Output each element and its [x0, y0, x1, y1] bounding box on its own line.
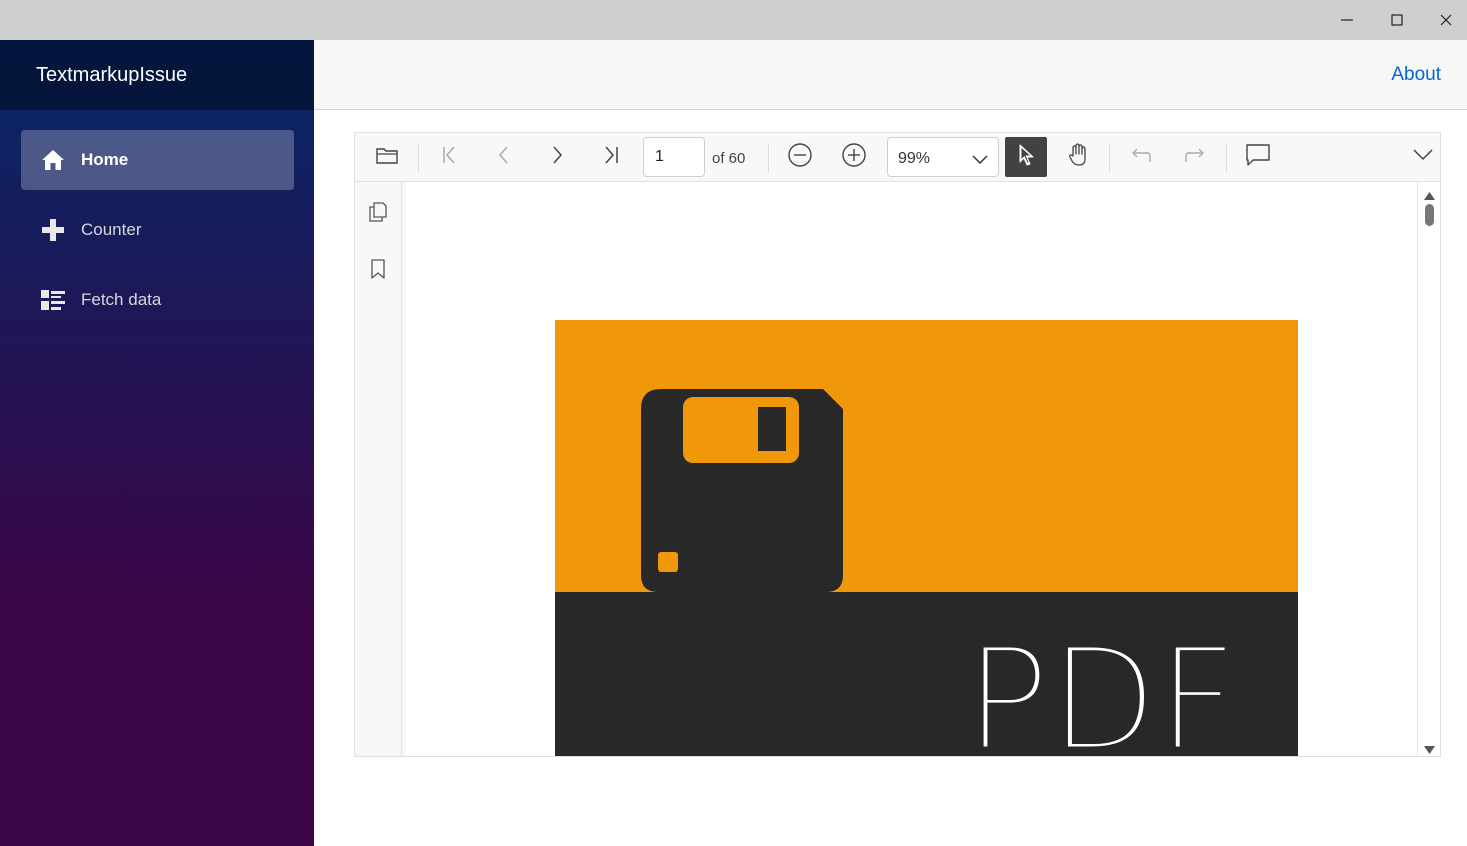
chevron-down-icon	[1413, 148, 1433, 166]
last-page-icon	[602, 146, 620, 169]
folder-icon	[376, 146, 398, 169]
zoom-out-icon	[788, 142, 812, 172]
plus-icon	[41, 219, 65, 241]
more-options-button[interactable]	[1403, 137, 1443, 177]
close-window-button[interactable]	[1431, 6, 1461, 34]
sidebar: TextmarkupIssue Home Counter Fetch data	[0, 40, 314, 846]
previous-page-button[interactable]	[484, 137, 524, 177]
nav-label-home: Home	[81, 150, 129, 169]
window-title-bar	[0, 0, 1467, 40]
navigation-pane	[355, 182, 402, 756]
pdf-page-1: PDF	[555, 320, 1298, 756]
chevron-left-icon	[497, 146, 511, 169]
next-page-button[interactable]	[537, 137, 577, 177]
cursor-icon	[1017, 144, 1035, 171]
page-number-input[interactable]: 1	[643, 137, 705, 177]
hand-icon	[1068, 142, 1090, 172]
redo-button[interactable]	[1175, 137, 1215, 177]
pan-tool-button[interactable]	[1059, 137, 1099, 177]
top-bar: About	[314, 40, 1467, 110]
scroll-down-arrow-icon[interactable]	[1424, 741, 1435, 759]
redo-icon	[1184, 146, 1206, 169]
undo-icon	[1130, 146, 1152, 169]
vertical-scrollbar[interactable]	[1417, 182, 1440, 756]
zoom-in-button[interactable]	[834, 137, 874, 177]
nav-item-home[interactable]: Home	[21, 130, 294, 190]
chevron-right-icon	[550, 146, 564, 169]
zoom-out-button[interactable]	[780, 137, 820, 177]
pdf-toolbar: 1 of 60 99%	[355, 133, 1440, 182]
open-file-button[interactable]	[367, 137, 407, 177]
comment-button[interactable]	[1238, 137, 1278, 177]
home-icon	[41, 149, 65, 171]
pdf-cover-image: PDF	[555, 320, 1298, 756]
app-title[interactable]: TextmarkupIssue	[36, 64, 188, 86]
first-page-icon	[441, 146, 459, 169]
about-link[interactable]: About	[1391, 64, 1441, 85]
selection-tool-button[interactable]	[1005, 137, 1047, 177]
maximize-window-button[interactable]	[1382, 6, 1412, 34]
first-page-button[interactable]	[430, 137, 470, 177]
nav-label-fetch-data: Fetch data	[81, 290, 162, 309]
page-thumbnails-button[interactable]	[362, 198, 394, 230]
bookmark-icon	[371, 258, 385, 284]
last-page-button[interactable]	[591, 137, 631, 177]
pdf-viewer: 1 of 60 99%	[354, 132, 1441, 757]
page-count-label: of 60	[712, 150, 746, 167]
brand-bar: TextmarkupIssue	[0, 40, 314, 110]
scrollbar-thumb[interactable]	[1425, 204, 1434, 226]
thumbnails-icon	[369, 201, 387, 227]
zoom-value: 99%	[898, 150, 931, 167]
zoom-dropdown[interactable]: 99%	[887, 137, 999, 177]
minimize-window-button[interactable]	[1332, 6, 1362, 34]
comment-icon	[1246, 143, 1270, 171]
list-icon	[41, 289, 65, 311]
zoom-in-icon	[842, 142, 866, 172]
chevron-down-icon	[972, 152, 988, 170]
document-page-area[interactable]: PDF	[406, 182, 1417, 756]
nav-label-counter: Counter	[81, 220, 142, 239]
pdf-cover-text: PDF	[965, 619, 1238, 756]
bookmarks-button[interactable]	[362, 255, 394, 287]
scroll-up-arrow-icon[interactable]	[1424, 187, 1435, 205]
nav-item-counter[interactable]: Counter	[21, 200, 294, 260]
undo-button[interactable]	[1121, 137, 1161, 177]
nav-item-fetch-data[interactable]: Fetch data	[21, 270, 294, 330]
